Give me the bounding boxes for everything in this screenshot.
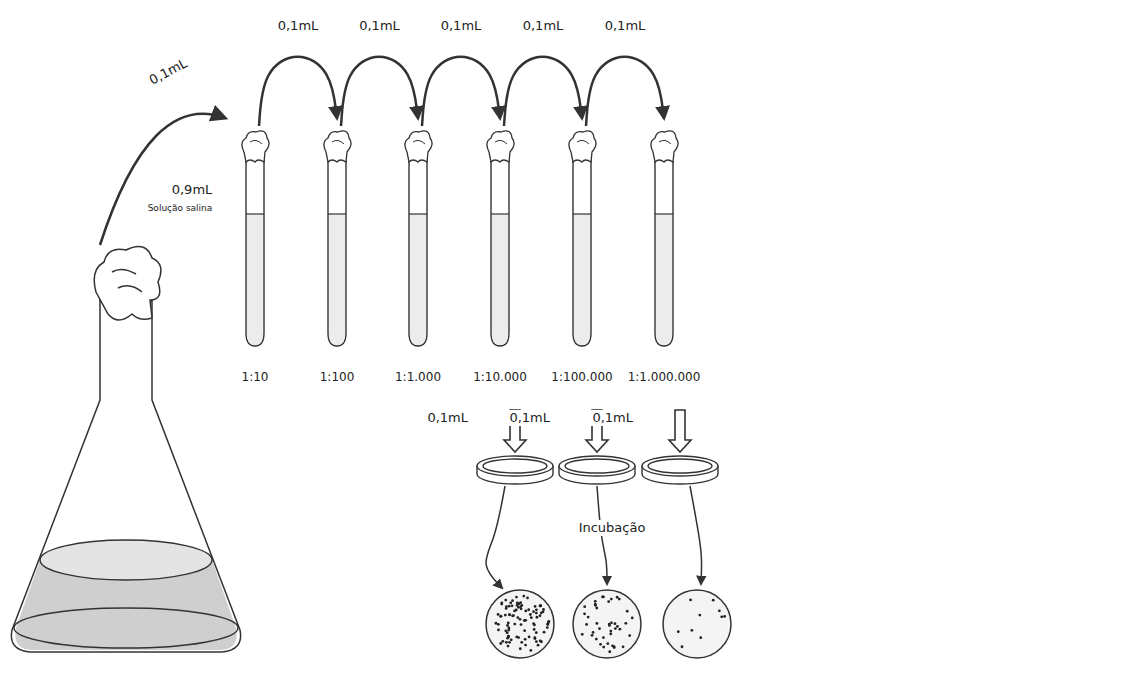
test-tube: 1:10.000 bbox=[483, 128, 517, 356]
volume-label: 0,1mL bbox=[603, 18, 648, 34]
transfer-arrow bbox=[422, 57, 500, 126]
transfer-arrow bbox=[100, 114, 225, 245]
petri-dish bbox=[477, 456, 553, 484]
volume-label: 0,1mL bbox=[357, 18, 402, 34]
test-tube: 1:1.000 bbox=[401, 128, 435, 356]
transfer-arrow bbox=[259, 57, 337, 126]
tube-shape bbox=[401, 128, 435, 356]
colony-plate bbox=[573, 590, 641, 658]
dilution-label: 1:10 bbox=[242, 370, 269, 384]
tube-shape bbox=[238, 128, 272, 356]
tube-shape bbox=[647, 128, 681, 356]
tube-shape bbox=[320, 128, 354, 356]
petri-dishes bbox=[477, 456, 718, 484]
test-tube: 1:100.000 bbox=[565, 128, 599, 356]
volume-label: 0,1mL bbox=[521, 18, 566, 34]
tube-shape bbox=[565, 128, 599, 356]
transfer-arrow bbox=[504, 57, 582, 126]
volume-label: 0,1mL bbox=[276, 18, 321, 34]
colony-plate bbox=[663, 590, 731, 658]
volume-label: 0,1mL bbox=[590, 410, 635, 426]
dilution-label: 1:1.000.000 bbox=[628, 370, 701, 384]
step-label: Incubação bbox=[577, 520, 648, 536]
transfer-arrow bbox=[586, 57, 664, 126]
plating-arrow bbox=[669, 410, 691, 452]
volume-label: 0,1mL bbox=[507, 410, 552, 426]
plating-arrows bbox=[504, 410, 691, 452]
dilution-label: 1:10.000 bbox=[473, 370, 527, 384]
tube-shape bbox=[483, 128, 517, 356]
transfer-arrow bbox=[341, 57, 418, 126]
petri-dish bbox=[642, 456, 718, 484]
erlenmeyer-flask bbox=[11, 246, 240, 652]
volume-label: 0,1mL bbox=[439, 18, 484, 34]
volume-note: Solução salina bbox=[146, 203, 215, 214]
dilution-label: 1:1.000 bbox=[395, 370, 441, 384]
dilution-label: 1:100.000 bbox=[551, 370, 612, 384]
incubation-arrow bbox=[690, 486, 702, 584]
colony-plate bbox=[486, 590, 554, 658]
test-tube: 1:100 bbox=[320, 128, 354, 356]
incubation-arrow bbox=[486, 486, 505, 588]
volume-label: 0,1mL bbox=[145, 55, 192, 90]
volume-note: 0,9mL bbox=[170, 182, 215, 198]
dilution-label: 1:100 bbox=[320, 370, 355, 384]
test-tube: 1:1.000.000 bbox=[647, 128, 681, 356]
test-tube: 1:10 bbox=[238, 128, 272, 356]
colony-plates bbox=[486, 486, 731, 658]
volume-label: 0,1mL bbox=[425, 410, 470, 426]
petri-dish bbox=[559, 456, 635, 484]
